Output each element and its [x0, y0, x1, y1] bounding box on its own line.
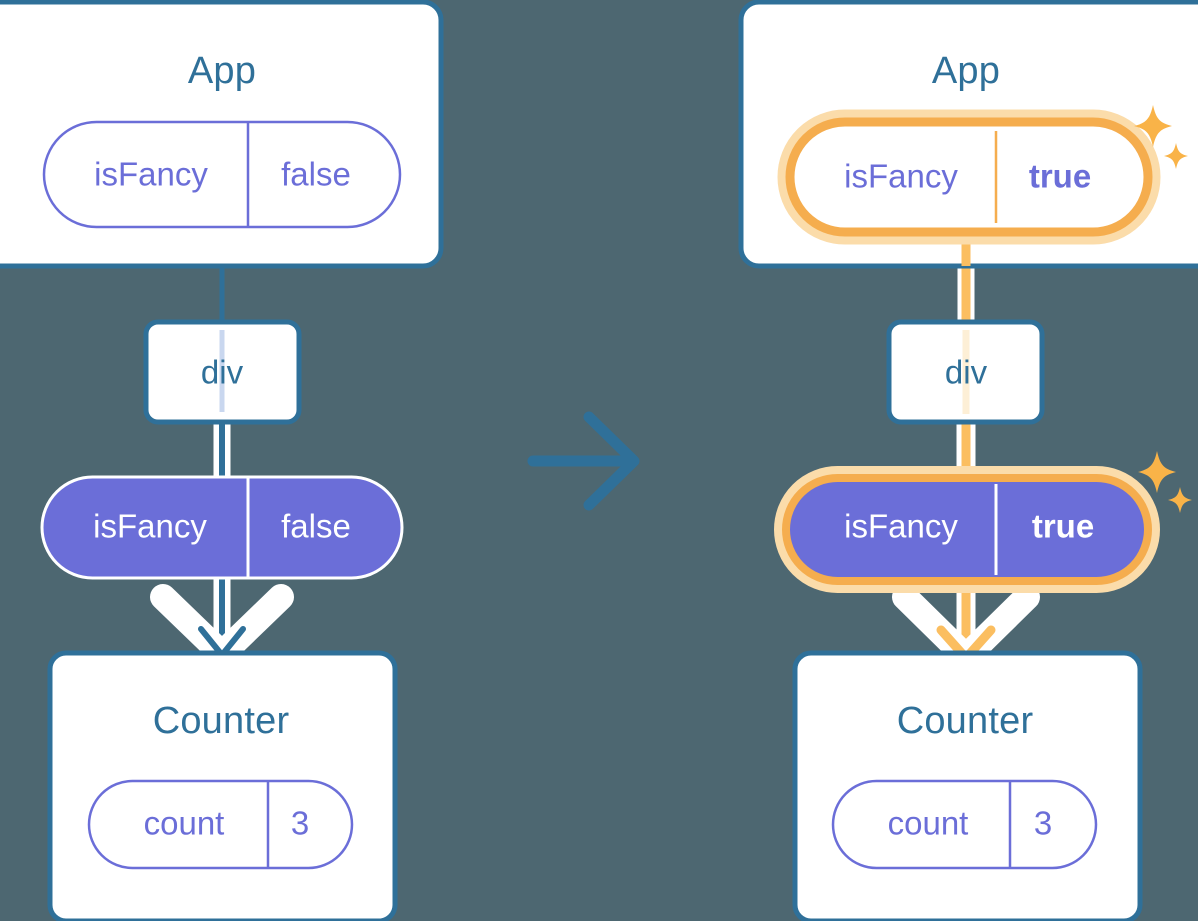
app-title-before: App [188, 50, 256, 92]
arrow-right-icon [527, 411, 640, 511]
prop-pill-value-after: true [1032, 508, 1094, 545]
prop-pill-name-before: isFancy [93, 508, 207, 545]
pill-highlight-ring [782, 474, 1152, 585]
app-state-pill-name-after: isFancy [844, 158, 958, 195]
app-state-pill-value-after: true [1029, 158, 1091, 195]
counter-title-after: Counter [897, 700, 1034, 742]
div-label-after: div [945, 354, 988, 391]
counter-box-before: Counter count 3 [47, 650, 398, 921]
app-title-after: App [932, 50, 1000, 92]
counter-pill-value-before: 3 [291, 805, 309, 842]
panel-after: App isFancy true div isFancy true [738, 0, 1198, 921]
counter-box-after: Counter count 3 [792, 650, 1143, 921]
counter-title-before: Counter [153, 700, 290, 742]
sparkle-large-app-icon [1134, 105, 1172, 147]
prop-pill-value-before: false [281, 508, 351, 545]
app-state-pill-before[interactable]: isFancy false [42, 120, 402, 229]
pill-highlight-ring [785, 117, 1153, 237]
app-state-pill-value-before: false [281, 156, 351, 193]
sparkle-small-prop-icon [1168, 487, 1192, 513]
sparkle-group-app [1134, 105, 1188, 169]
div-box-after: div [886, 319, 1045, 425]
prop-pill-before[interactable]: isFancy false [40, 475, 404, 580]
counter-pill-name-after: count [888, 805, 969, 842]
app-state-pill-after[interactable]: isFancy true [777, 109, 1161, 245]
sparkle-group-prop [1138, 451, 1192, 513]
counter-state-pill-before[interactable]: count 3 [87, 779, 354, 870]
sparkle-small-app-icon [1164, 143, 1188, 169]
panel-before: App isFancy false div isFancy false Coun… [0, 0, 444, 921]
div-label-before: div [201, 354, 244, 391]
counter-pill-value-after: 3 [1034, 805, 1052, 842]
counter-state-pill-after[interactable]: count 3 [831, 779, 1098, 870]
counter-pill-name-before: count [144, 805, 225, 842]
app-state-pill-name-before: isFancy [94, 156, 208, 193]
sparkle-large-prop-icon [1138, 451, 1176, 493]
div-box-before: div [143, 319, 302, 425]
prop-pill-name-after: isFancy [844, 508, 958, 545]
prop-pill-after[interactable]: isFancy true [774, 466, 1160, 593]
pill-highlight-glow [774, 466, 1160, 593]
